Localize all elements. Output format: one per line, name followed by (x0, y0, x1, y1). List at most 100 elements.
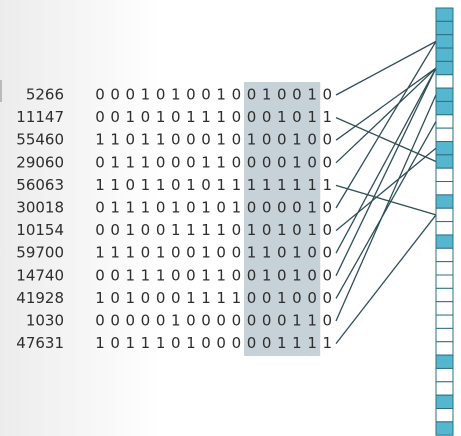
bit-digit: 1 (95, 244, 105, 262)
bit-digit: 0 (201, 312, 211, 330)
bit-digit: 1 (186, 108, 196, 126)
bit-digit: 0 (216, 334, 226, 352)
hash-table-slot (435, 60, 454, 76)
hash-table-slot (435, 154, 454, 169)
bit-digit: 1 (156, 108, 166, 126)
bit-digit: 0 (216, 312, 226, 330)
bit-digit: 0 (201, 176, 211, 194)
bit-digit: 1 (292, 266, 302, 284)
bit-digit: 0 (156, 312, 166, 330)
hash-table-slot (435, 7, 454, 22)
bit-digit: 1 (216, 221, 226, 239)
bit-digit: 0 (277, 244, 287, 262)
bit-digit: 1 (95, 176, 105, 194)
highlight-band-3 (304, 82, 321, 356)
bit-digit: 0 (322, 153, 332, 171)
bit-digit: 0 (95, 199, 105, 217)
bit-digit: 0 (322, 266, 332, 284)
bit-digit: 1 (171, 221, 181, 239)
number-label: 56063 (16, 176, 64, 194)
number-label: 1030 (26, 312, 64, 330)
mapping-line (335, 94, 437, 322)
bit-digit: 1 (141, 153, 151, 171)
bit-digit: 0 (95, 221, 105, 239)
mapping-line (335, 67, 437, 164)
bit-digit: 1 (126, 244, 136, 262)
bit-digit: 0 (171, 131, 181, 149)
bit-digit: 0 (141, 312, 151, 330)
hash-table-slot (435, 394, 454, 409)
bit-digit: 0 (201, 131, 211, 149)
bit-digit: 0 (322, 131, 332, 149)
mapping-line (335, 67, 437, 254)
bit-digit: 0 (292, 86, 302, 104)
hash-table-slot (435, 127, 454, 142)
bit-digit: 0 (247, 289, 257, 307)
bit-digit: 0 (156, 153, 166, 171)
bit-digit: 1 (262, 244, 272, 262)
bit-digit: 0 (232, 131, 242, 149)
bit-digit: 1 (110, 153, 120, 171)
bit-digit: 0 (307, 131, 317, 149)
bit-digit: 0 (110, 108, 120, 126)
bit-digit: 0 (247, 334, 257, 352)
bit-digit: 1 (201, 244, 211, 262)
bit-digit: 1 (216, 289, 226, 307)
bit-digit: 0 (201, 86, 211, 104)
bit-digit: 1 (156, 334, 166, 352)
hash-table-slot (435, 367, 454, 383)
hash-table-slot (435, 20, 454, 36)
bit-digit: 1 (95, 289, 105, 307)
bit-digit: 1 (186, 176, 196, 194)
bit-digit: 0 (292, 289, 302, 307)
hash-table-slot (435, 234, 454, 249)
bit-digit: 1 (201, 221, 211, 239)
bit-digit: 1 (232, 199, 242, 217)
bit-digit: 0 (216, 199, 226, 217)
number-label: 47631 (16, 334, 64, 352)
bit-digit: 0 (232, 244, 242, 262)
number-label: 55460 (16, 131, 64, 149)
hash-table-slot (435, 87, 454, 102)
bit-digit: 1 (307, 86, 317, 104)
bit-digit: 1 (141, 334, 151, 352)
bit-digit: 1 (307, 312, 317, 330)
bit-digit: 1 (171, 312, 181, 330)
bit-digit: 1 (126, 108, 136, 126)
bit-digit: 0 (322, 289, 332, 307)
hash-table-slot (435, 421, 454, 436)
bit-digit: 1 (277, 334, 287, 352)
bit-digit: 0 (262, 153, 272, 171)
hash-table-slot (435, 381, 454, 396)
bit-digit: 1 (307, 221, 317, 239)
bit-digit: 0 (262, 199, 272, 217)
hash-table-slot (435, 261, 454, 276)
bit-digit: 1 (156, 266, 166, 284)
hash-table-slot (435, 141, 454, 156)
bit-digit: 0 (141, 108, 151, 126)
bit-digit: 0 (156, 289, 166, 307)
bit-digit: 0 (262, 108, 272, 126)
bit-digit: 1 (126, 334, 136, 352)
bit-digit: 1 (201, 289, 211, 307)
bit-digit: 1 (307, 176, 317, 194)
bit-digit: 1 (277, 108, 287, 126)
bit-digit: 0 (156, 199, 166, 217)
bit-digit: 1 (307, 334, 317, 352)
bit-digit: 0 (141, 289, 151, 307)
mapping-line (335, 214, 437, 344)
bit-digit: 1 (110, 244, 120, 262)
left-edge-marks (0, 80, 6, 102)
mapping-line (335, 184, 437, 216)
bit-digit: 0 (247, 312, 257, 330)
bit-digit: 0 (232, 312, 242, 330)
bit-digit: 1 (216, 266, 226, 284)
bit-digit: 0 (277, 312, 287, 330)
bit-digit: 1 (216, 153, 226, 171)
bit-digit: 0 (126, 86, 136, 104)
bit-digit: 0 (110, 334, 120, 352)
bit-digit: 0 (322, 86, 332, 104)
number-label: 10154 (16, 221, 64, 239)
